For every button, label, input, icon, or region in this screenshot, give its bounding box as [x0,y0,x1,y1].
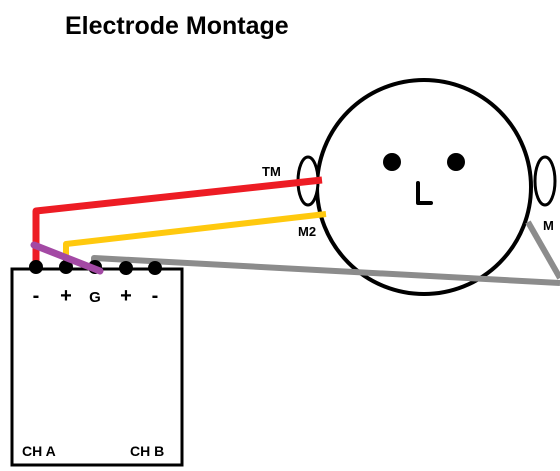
electrode-label-m-right: M [543,218,554,233]
electrode-label-m2: M2 [298,224,316,239]
terminal-a-plus [59,260,73,274]
terminal-label-a-plus: + [60,285,72,307]
right-ear [533,155,557,207]
channel-label-a: CH A [22,443,56,459]
amplifier-box [10,267,184,467]
head [296,78,557,296]
diagram-title: Electrode Montage [65,12,289,40]
purple-wire [30,241,104,275]
electrode-label-tm: TM [262,164,281,179]
red-wire [32,176,323,268]
nose [416,181,433,205]
right-eye [447,153,465,171]
terminal-a-minus [29,260,43,274]
head-outline [315,78,533,296]
terminal-b-plus [119,261,133,275]
terminal-label-a-minus: - [33,285,40,307]
gray-wire-right [525,220,560,280]
left-eye [383,153,401,171]
terminal-label-b-plus: + [120,285,132,307]
terminal-b-minus [148,261,162,275]
channel-label-b: CH B [130,443,164,459]
terminal-label-ground: G [89,289,101,306]
terminal-label-b-minus: - [152,285,159,307]
